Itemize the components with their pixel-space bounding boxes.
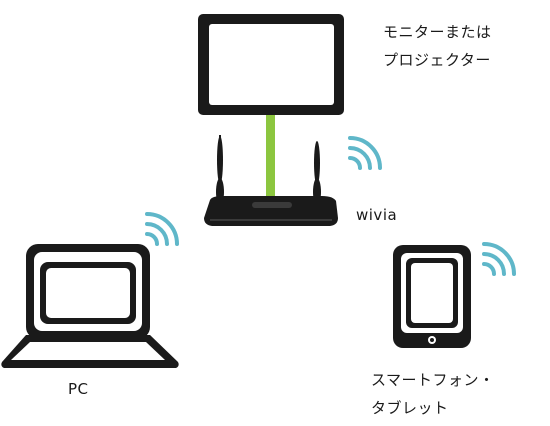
tablet-label-line2: タブレット (371, 399, 449, 417)
hdmi-cable (266, 115, 275, 205)
monitor-label-line1: モニターまたは (383, 23, 492, 41)
tablet-label-line1: スマートフォン・ (371, 371, 495, 389)
laptop-icon (1, 244, 179, 368)
monitor-label-line2: プロジェクター (383, 51, 491, 69)
monitor-icon (198, 14, 344, 115)
router-icon (204, 135, 338, 226)
pc-label: PC (68, 380, 89, 398)
wifi-signal-icon (145, 212, 179, 246)
tablet-label: スマートフォン・ タブレット (371, 366, 495, 422)
wifi-signal-icon (348, 136, 382, 170)
tablet-icon (393, 245, 471, 348)
monitor-label: モニターまたは プロジェクター (383, 18, 492, 74)
wifi-signal-icon (482, 242, 516, 276)
router-label: wivia (356, 206, 398, 224)
